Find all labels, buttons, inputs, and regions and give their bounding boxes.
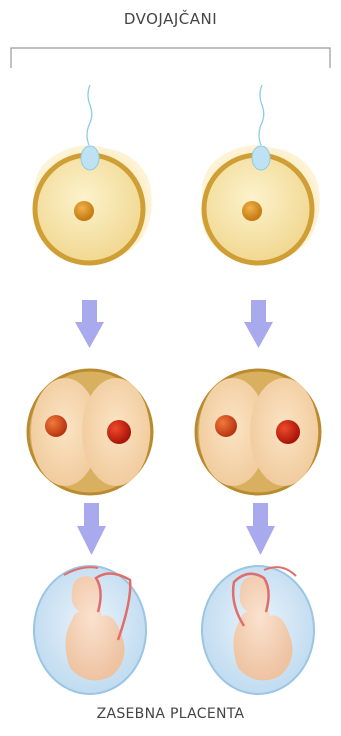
arrow-down-icon <box>244 300 273 348</box>
sperm-tail-right <box>259 85 264 145</box>
nucleus-left-cell <box>215 415 237 437</box>
arrow-down-icon <box>246 503 275 555</box>
nucleus-left-cell <box>45 415 67 437</box>
two-cell-embryo-right <box>196 370 320 494</box>
egg-nucleus-right <box>242 201 262 221</box>
nucleus-right-cell <box>276 420 300 444</box>
sperm-tail-left <box>87 85 92 145</box>
diagram-caption: ZASEBNA PLACENTA <box>0 706 341 722</box>
right-column <box>196 85 320 694</box>
embryo-sac-right <box>202 566 314 694</box>
sperm-head-left <box>81 146 99 170</box>
arrow-down-icon <box>77 503 106 555</box>
sperm-head-right <box>252 146 270 170</box>
left-column <box>28 85 152 694</box>
arrow-down-icon <box>75 300 104 348</box>
two-cell-embryo-left <box>28 370 152 494</box>
top-bracket <box>11 48 330 68</box>
embryo-sac-left <box>34 566 146 694</box>
egg-nucleus-left <box>74 201 94 221</box>
nucleus-right-cell <box>107 420 131 444</box>
